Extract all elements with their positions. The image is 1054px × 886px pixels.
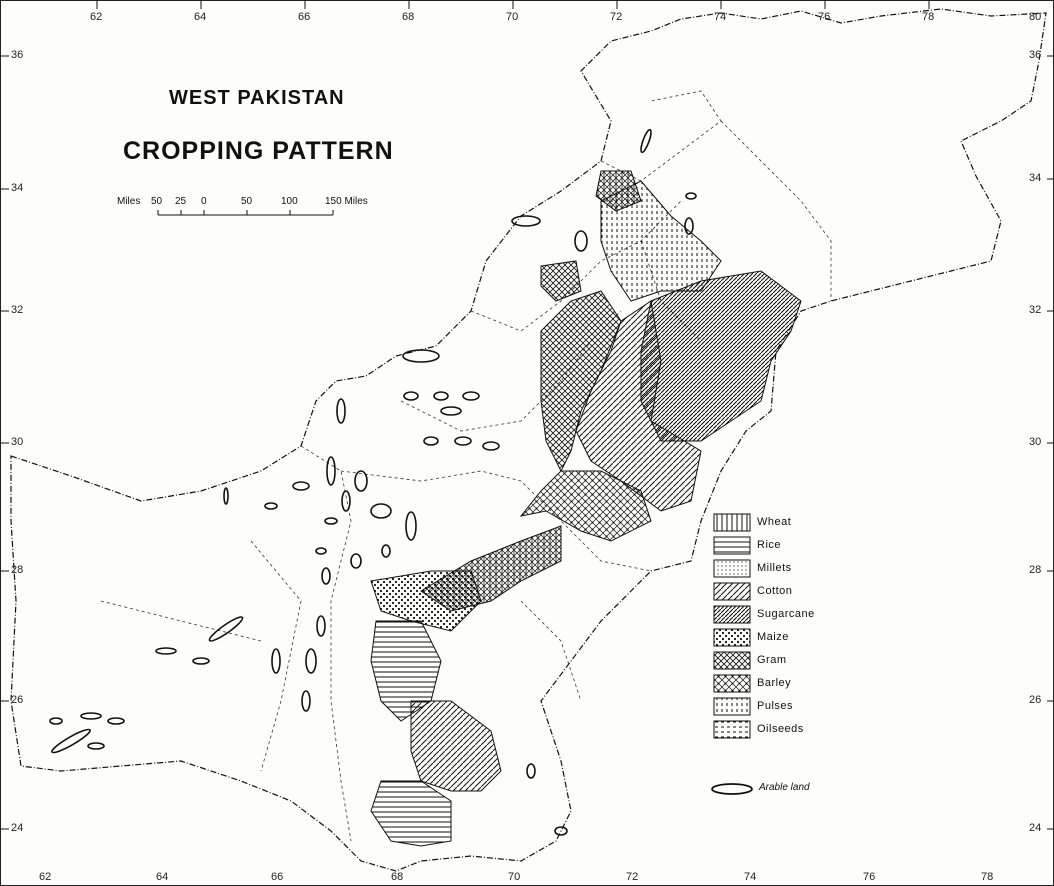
left-tick-label: 24	[11, 822, 24, 834]
top-tick-label: 76	[818, 11, 831, 23]
top-tick-label: 66	[298, 11, 311, 23]
right-tick-label: 26	[1029, 694, 1042, 706]
region-gram-bannu	[540, 260, 582, 302]
left-tick-label: 34	[11, 182, 24, 194]
legend-label-barley: Barley	[757, 677, 792, 689]
bottom-tick-label: 62	[39, 871, 52, 883]
bottom-tick-label: 72	[626, 871, 639, 883]
legend-swatch-arable	[711, 783, 753, 795]
top-tick-label: 64	[194, 11, 207, 23]
legend-swatch-oilseeds	[713, 720, 751, 739]
left-tick-label: 30	[11, 436, 24, 448]
left-tick-label: 26	[11, 694, 24, 706]
top-tick-label: 62	[90, 11, 103, 23]
right-tick-label: 24	[1029, 822, 1042, 834]
left-tick-label: 36	[11, 49, 24, 61]
legend-label-sugarcane: Sugarcane	[757, 608, 815, 620]
legend-label-wheat: Wheat	[757, 516, 792, 528]
legend-swatch-wheat	[713, 513, 751, 532]
bottom-tick-label: 66	[271, 871, 284, 883]
legend-label-pulses: Pulses	[757, 700, 794, 712]
frame-ticks	[1, 1, 1053, 830]
legend-swatch-rice	[713, 536, 751, 555]
bottom-tick-label: 68	[391, 871, 404, 883]
region-rice-delta	[370, 780, 452, 847]
top-tick-label: 68	[402, 11, 415, 23]
scale-value: 150 Miles	[325, 196, 368, 207]
legend-label-arable: Arable land	[759, 782, 810, 793]
scale-value: 50	[241, 196, 253, 207]
scale-value: 50	[151, 196, 163, 207]
legend-swatches	[711, 513, 753, 795]
legend-label-oilseeds: Oilseeds	[757, 723, 804, 735]
region-barley-central	[519, 470, 652, 542]
right-tick-label: 32	[1029, 304, 1042, 316]
top-tick-label: 70	[506, 11, 519, 23]
legend-swatch-maize	[713, 628, 751, 647]
legend-swatch-pulses	[713, 697, 751, 716]
top-tick-label: 72	[610, 11, 623, 23]
legend-swatch-cotton	[713, 582, 751, 601]
region-wheat-peshawar	[595, 170, 642, 212]
scale-value: 25	[175, 196, 187, 207]
map-subtitle: CROPPING PATTERN	[123, 137, 394, 165]
map-title: WEST PAKISTAN	[169, 87, 345, 109]
bottom-tick-label: 64	[156, 871, 169, 883]
left-tick-label: 32	[11, 304, 24, 316]
scale-value: 0	[201, 196, 207, 207]
region-sugarcane-punjab	[640, 270, 802, 442]
legend-label-millets: Millets	[757, 562, 792, 574]
bottom-tick-label: 74	[744, 871, 757, 883]
bottom-tick-label: 78	[981, 871, 994, 883]
legend-label-cotton: Cotton	[757, 585, 793, 597]
left-tick-label: 28	[11, 564, 24, 576]
right-tick-label: 28	[1029, 564, 1042, 576]
legend-swatch-gram	[713, 651, 751, 670]
legend-label-maize: Maize	[757, 631, 789, 643]
region-maize-sind	[370, 570, 482, 632]
legend-swatch-sugarcane	[713, 605, 751, 624]
bottom-tick-label: 76	[863, 871, 876, 883]
country-outline	[10, 8, 1047, 872]
region-cotton-sind	[410, 700, 502, 792]
top-tick-label: 80	[1029, 11, 1042, 23]
scale-value: 100	[281, 196, 298, 207]
right-tick-label: 36	[1029, 49, 1042, 61]
right-tick-label: 34	[1029, 172, 1042, 184]
top-tick-label: 74	[714, 11, 727, 23]
scale-prefix: Miles	[117, 196, 141, 207]
scale-bar	[157, 210, 334, 216]
legend-label-gram: Gram	[757, 654, 787, 666]
legend-swatch-barley	[713, 674, 751, 693]
crop-regions	[370, 170, 802, 847]
bottom-tick-label: 70	[508, 871, 521, 883]
legend-label-rice: Rice	[757, 539, 782, 551]
right-tick-label: 30	[1029, 436, 1042, 448]
legend-swatch-millets	[713, 559, 751, 578]
top-tick-label: 78	[922, 11, 935, 23]
arable-patches	[49, 128, 697, 836]
region-gram-thal	[540, 290, 622, 473]
